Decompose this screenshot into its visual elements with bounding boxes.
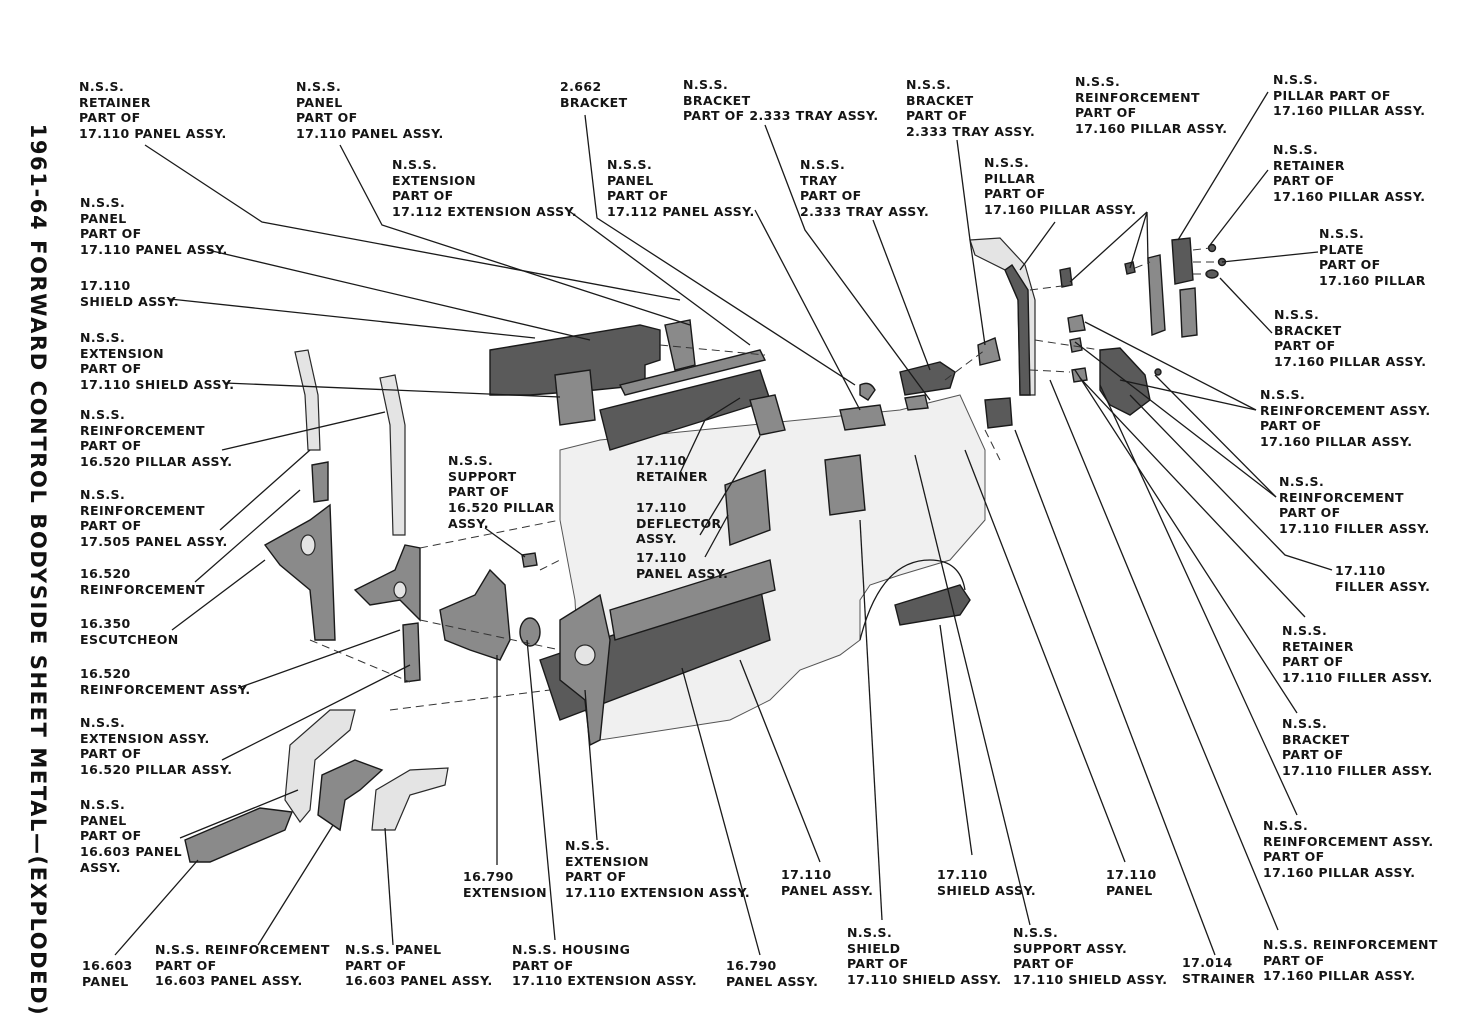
label-extension-assy-16520: N.S.S. EXTENSION ASSY. PART OF 16.520 PI…	[80, 715, 233, 778]
part-17160-reinforcement	[1147, 254, 1166, 336]
part-bracket-2662	[859, 382, 876, 401]
label-extension-17110: N.S.S. EXTENSION PART OF 17.110 EXTENSIO…	[565, 838, 751, 901]
label-panel-17110-left: N.S.S. PANEL PART OF 17.110 PANEL ASSY.	[80, 195, 228, 258]
part-deflector	[749, 394, 786, 436]
label-retainer-17160: N.S.S. RETAINER PART OF 17.160 PILLAR AS…	[1273, 142, 1426, 205]
label-pillar-part-17160: N.S.S. PILLAR PART OF 17.160 PILLAR ASSY…	[1273, 72, 1426, 119]
label-reinforcement-assy-16520: 16.520 REINFORCEMENT ASSY.	[80, 666, 251, 697]
part-extension	[559, 593, 611, 747]
part-filler-retainer	[1069, 337, 1083, 353]
label-bracket-2333-tray-2: N.S.S. BRACKET PART OF 2.333 TRAY ASSY.	[906, 77, 1036, 140]
label-strainer-17014: 17.014 STRAINER	[1182, 955, 1256, 986]
part-reinforcement-assy	[1067, 314, 1086, 333]
label-panel-17110-panel: N.S.S. PANEL PART OF 17.110 PANEL ASSY.	[296, 79, 444, 142]
alignment-lines	[309, 247, 1220, 711]
part-mid-shield	[824, 454, 866, 516]
label-plate-17160: N.S.S. PLATE PART OF 17.160 PILLAR	[1319, 226, 1426, 289]
label-panel-17110: 17.110 PANEL	[1106, 867, 1157, 898]
part-tray-bracket	[839, 404, 886, 431]
label-retainer-17110-panel: N.S.S. RETAINER PART OF 17.110 PANEL ASS…	[79, 79, 227, 142]
label-panel-assy-17110-mid: 17.110 PANEL ASSY.	[636, 550, 729, 581]
label-reinforcement-16520: 16.520 REINFORCEMENT	[80, 566, 205, 597]
label-bracket-17110-filler: N.S.S. BRACKET PART OF 17.110 FILLER ASS…	[1282, 716, 1433, 779]
label-panel-16603: N.S.S. PANEL PART OF 16.603 PANEL ASSY.	[345, 942, 493, 989]
part-filler-bracket	[984, 397, 1013, 429]
label-shield-17110-shield: N.S.S. SHIELD PART OF 17.110 SHIELD ASSY…	[847, 925, 1002, 988]
part-shield-bracket	[664, 319, 696, 371]
part-tray-bracket-2	[904, 394, 929, 411]
label-panel-16603-main: 16.603 PANEL	[82, 958, 133, 989]
part-wheel-opening	[859, 559, 966, 641]
part-pillar-bracket	[977, 337, 1001, 366]
part-escutcheon-hole	[574, 644, 596, 666]
label-shield-assy-17110: 17.110 SHIELD ASSY.	[937, 867, 1036, 898]
label-support-assy-17110-shield: N.S.S. SUPPORT ASSY. PART OF 17.110 SHIE…	[1013, 925, 1168, 988]
part-16603-panel-nss-2	[371, 767, 449, 831]
label-panel-assy-17110: 17.110 PANEL ASSY.	[781, 867, 874, 898]
label-panel-17112: N.S.S. PANEL PART OF 17.112 PANEL ASSY.	[607, 157, 755, 220]
label-reinforcement-assy-17160-b: N.S.S. REINFORCEMENT ASSY. PART OF 17.16…	[1263, 818, 1434, 881]
label-retainer-17110-filler: N.S.S. RETAINER PART OF 17.110 FILLER AS…	[1282, 623, 1433, 686]
part-small-bracket	[1059, 267, 1073, 288]
label-escutcheon-16350: 16.350 ESCUTCHEON	[80, 616, 179, 647]
part-housing	[519, 617, 541, 647]
label-filler-17110: 17.110 FILLER ASSY.	[1335, 563, 1431, 594]
label-reinforcement-17505: N.S.S. REINFORCEMENT PART OF 17.505 PANE…	[80, 487, 228, 550]
part-17160-pillar-small	[1171, 237, 1194, 285]
part-escutcheon	[353, 544, 421, 622]
part-16603-panel	[184, 807, 293, 863]
label-extension-17110-shield: N.S.S. EXTENSION PART OF 17.110 SHIELD A…	[80, 330, 235, 393]
label-bracket-2662: 2.662 BRACKET	[560, 79, 628, 110]
label-shield-assy-17110-top: 17.110 SHIELD ASSY.	[80, 278, 179, 309]
label-panel-16603-nss: N.S.S. PANEL PART OF 16.603 PANEL ASSY.	[80, 797, 183, 875]
label-tray-2333: N.S.S. TRAY PART OF 2.333 TRAY ASSY.	[800, 157, 930, 220]
part-17110-shield-extension	[379, 374, 406, 536]
part-17160-pillar-lower	[1179, 287, 1198, 338]
label-bracket-17160: N.S.S. BRACKET PART OF 17.160 PILLAR ASS…	[1274, 307, 1427, 370]
part-lower-shield	[894, 584, 971, 626]
label-reinforcement-16520-pillar: N.S.S. REINFORCEMENT PART OF 16.520 PILL…	[80, 407, 233, 470]
part-retainer-strip	[618, 349, 767, 396]
part-17505-reinforcement	[311, 461, 329, 503]
part-16603-reinforcement	[317, 759, 384, 832]
part-shield-extension	[554, 369, 596, 426]
part-escutcheon-keyhole	[393, 581, 407, 599]
part-17160-pillar-edge	[1004, 264, 1031, 396]
part-panel-box	[724, 469, 771, 546]
label-reinforcement-17110-filler: N.S.S. REINFORCEMENT PART OF 17.110 FILL…	[1279, 474, 1430, 537]
label-retainer-17110: 17.110 RETAINER	[636, 453, 708, 484]
part-16520-reinforcement-upper	[294, 349, 321, 451]
label-extension-16790: 16.790 EXTENSION	[463, 869, 548, 900]
part-16520-reinforcement	[263, 503, 336, 641]
label-reinforcement-16603: N.S.S. REINFORCEMENT PART OF 16.603 PANE…	[155, 942, 330, 989]
label-support-16520: N.S.S. SUPPORT PART OF 16.520 PILLAR ASS…	[448, 453, 555, 531]
part-step-panel	[609, 559, 776, 641]
part-1679-extension	[439, 568, 511, 661]
part-keyhole	[300, 534, 316, 556]
part-16520-extension-assy	[402, 622, 421, 683]
label-panel-assy-16790: 16.790 PANEL ASSY.	[726, 958, 819, 989]
part-16603-panel-nss	[284, 709, 356, 823]
label-pillar-17160: N.S.S. PILLAR PART OF 17.160 PILLAR ASSY…	[984, 155, 1137, 218]
label-reinforcement-17160-b: N.S.S. REINFORCEMENT PART OF 17.160 PILL…	[1263, 937, 1438, 984]
label-reinforcement-17160: N.S.S. REINFORCEMENT PART OF 17.160 PILL…	[1075, 74, 1228, 137]
label-reinforcement-assy-17160: N.S.S. REINFORCEMENT ASSY. PART OF 17.16…	[1260, 387, 1431, 450]
leader-lines	[114, 91, 1333, 956]
label-extension-17112: N.S.S. EXTENSION PART OF 17.112 EXTENSIO…	[392, 157, 578, 220]
part-16520-support	[521, 552, 538, 568]
label-deflector-17110: 17.110 DEFLECTOR ASSY.	[636, 500, 722, 547]
label-bracket-2333-tray: N.S.S. BRACKET PART OF 2.333 TRAY ASSY.	[683, 77, 879, 124]
part-filler-bracket-2	[1071, 367, 1088, 383]
part-tray	[899, 361, 956, 396]
part-filler-strainer	[1154, 368, 1162, 376]
label-housing-17110: N.S.S. HOUSING PART OF 17.110 EXTENSION …	[512, 942, 698, 989]
